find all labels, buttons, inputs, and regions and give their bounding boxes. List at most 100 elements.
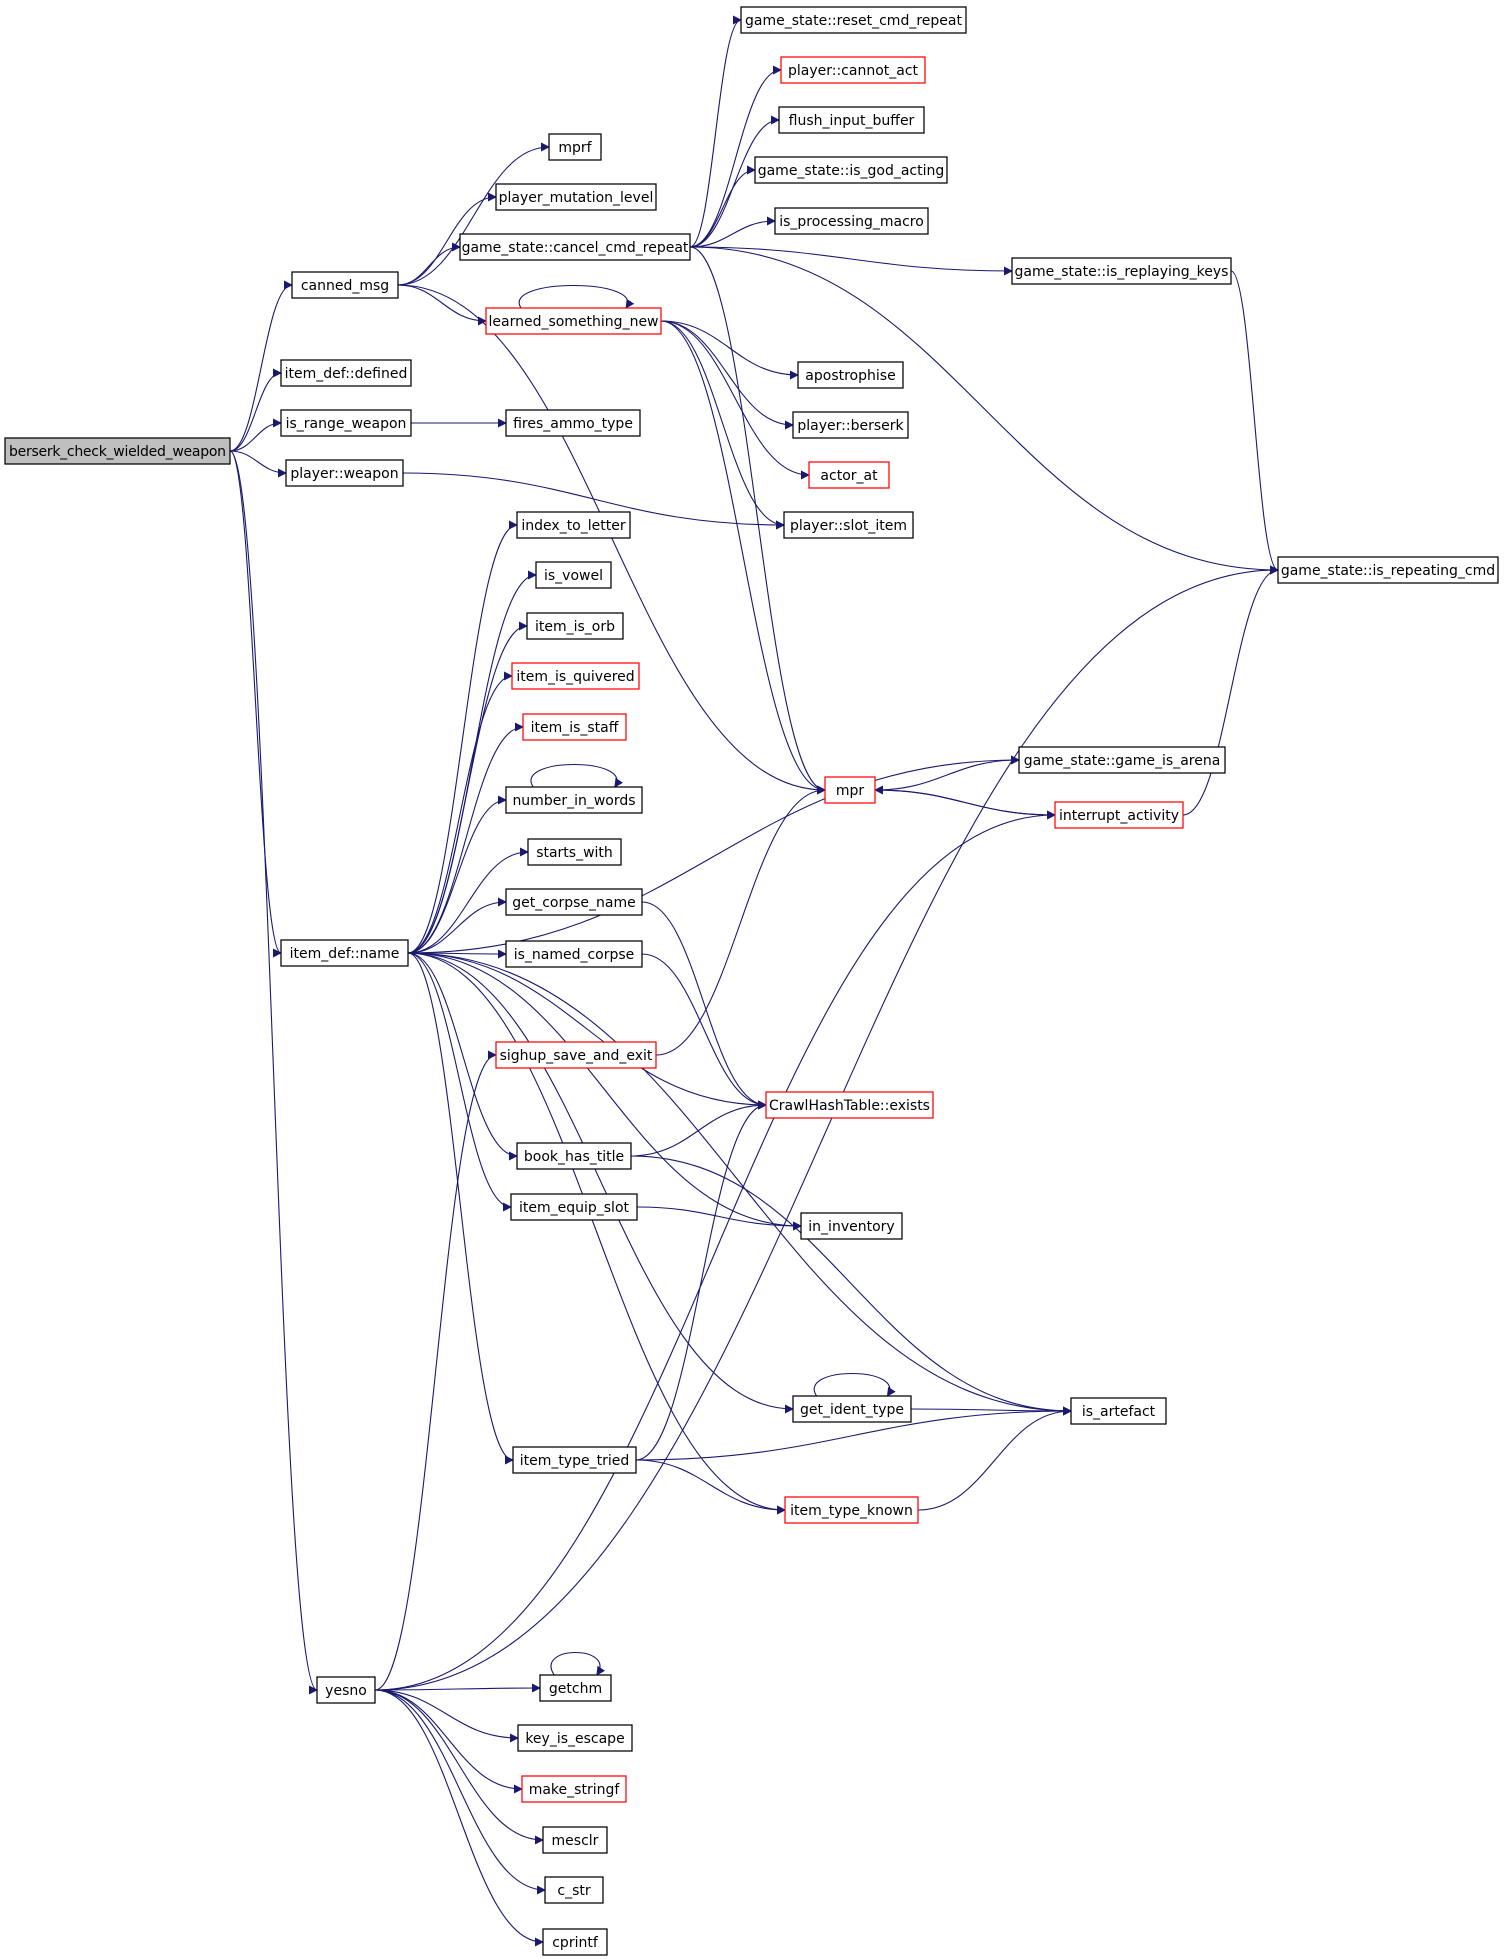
node-box xyxy=(1011,257,1232,285)
node-is-artefact[interactable]: is_artefact xyxy=(1070,1397,1167,1425)
node-is-range-weapon[interactable]: is_range_weapon xyxy=(280,409,412,437)
node-fires-ammo-type[interactable]: fires_ammo_type xyxy=(505,409,641,437)
node-label: item_equip_slot xyxy=(519,1200,630,1216)
node-cprintf[interactable]: cprintf xyxy=(542,1928,608,1956)
node-label: CrawlHashTable::exists xyxy=(769,1098,930,1114)
edge-learned-something-new-to-apostrophise xyxy=(660,320,799,380)
node-box xyxy=(539,1674,612,1702)
edge-item-def-name-to-game-is-arena xyxy=(407,755,1020,954)
node-label: game_state::is_repeating_cmd xyxy=(1281,563,1495,579)
node-number-in-words[interactable]: number_in_words xyxy=(505,786,643,814)
node-starts-with[interactable]: starts_with xyxy=(527,838,622,866)
node-player-weapon[interactable]: player::weapon xyxy=(285,459,404,487)
node-mpr[interactable]: mpr xyxy=(824,776,876,804)
node-cancel-cmd-repeat[interactable]: game_state::cancel_cmd_repeat xyxy=(459,233,691,261)
node-label: is_processing_macro xyxy=(779,214,924,230)
node-make-stringf[interactable]: make_stringf xyxy=(521,1775,627,1803)
node-label: key_is_escape xyxy=(525,1731,624,1747)
node-box xyxy=(1018,746,1226,774)
node-is-named-corpse[interactable]: is_named_corpse xyxy=(505,940,643,968)
node-is-god-acting[interactable]: game_state::is_god_acting xyxy=(754,156,948,184)
node-label: fires_ammo_type xyxy=(513,416,633,432)
node-item-type-tried[interactable]: item_type_tried xyxy=(512,1446,637,1474)
node-in-inventory[interactable]: in_inventory xyxy=(800,1212,903,1240)
node-is-replaying-keys[interactable]: game_state::is_replaying_keys xyxy=(1011,257,1232,285)
node-label: getchm xyxy=(549,1681,602,1697)
node-item-def-defined[interactable]: item_def::defined xyxy=(280,359,412,387)
node-box xyxy=(1054,801,1184,829)
edge-yesno-to-mesclr xyxy=(374,1689,544,1845)
node-player-berserk[interactable]: player::berserk xyxy=(792,411,909,439)
node-item-def-name[interactable]: item_def::name xyxy=(280,939,409,967)
node-get-corpse-name[interactable]: get_corpse_name xyxy=(505,888,643,916)
edge-root-to-player-weapon xyxy=(229,450,287,478)
edge-cancel-cmd-repeat-to-is-processing-macro xyxy=(689,216,776,248)
node-item-type-known[interactable]: item_type_known xyxy=(784,1496,919,1524)
node-label: learned_something_new xyxy=(488,314,658,330)
node-label: is_range_weapon xyxy=(286,416,407,432)
edge-yesno-to-sighup-save-and-exit xyxy=(374,1050,497,1691)
edge-yesno-to-getchm xyxy=(374,1683,541,1693)
edge-cancel-cmd-repeat-to-is-repeating-cmd xyxy=(689,246,1279,575)
node-label: player::cannot_act xyxy=(788,63,919,79)
node-flush-input-buffer[interactable]: flush_input_buffer xyxy=(778,106,925,134)
node-item-is-orb[interactable]: item_is_orb xyxy=(526,612,624,640)
node-game-is-arena[interactable]: game_state::game_is_arena xyxy=(1018,746,1226,774)
node-root[interactable]: berserk_check_wielded_weapon xyxy=(4,437,231,465)
node-box xyxy=(765,1091,934,1119)
node-item-is-staff[interactable]: item_is_staff xyxy=(522,713,627,741)
node-label: item_type_tried xyxy=(520,1453,630,1469)
node-box xyxy=(495,183,657,211)
node-box xyxy=(808,461,890,489)
node-item-equip-slot[interactable]: item_equip_slot xyxy=(510,1193,638,1221)
edge-interrupt-activity-to-mpr xyxy=(874,785,1056,816)
node-box xyxy=(505,786,643,814)
node-index-to-letter[interactable]: index_to_letter xyxy=(516,511,631,539)
edge-yesno-to-key-is-escape xyxy=(374,1689,519,1743)
node-getchm[interactable]: getchm xyxy=(539,1674,612,1702)
node-key-is-escape[interactable]: key_is_escape xyxy=(517,1724,633,1752)
edge-item-def-name-to-item-equip-slot xyxy=(407,952,512,1212)
node-yesno[interactable]: yesno xyxy=(316,1676,376,1704)
node-get-ident-type[interactable]: get_ident_type xyxy=(792,1395,912,1423)
node-interrupt-activity[interactable]: interrupt_activity xyxy=(1054,801,1184,829)
node-apostrophise[interactable]: apostrophise xyxy=(797,361,904,389)
node-label: apostrophise xyxy=(805,368,895,384)
node-player-mutation-level[interactable]: player_mutation_level xyxy=(495,183,657,211)
node-label: mesclr xyxy=(552,1833,599,1849)
edge-learned-something-new-to-learned-something-new xyxy=(518,285,635,309)
node-book-has-title[interactable]: book_has_title xyxy=(516,1142,632,1170)
node-label: player::berserk xyxy=(797,418,904,434)
node-box xyxy=(535,561,612,589)
node-is-processing-macro[interactable]: is_processing_macro xyxy=(774,207,929,235)
node-label: in_inventory xyxy=(808,1219,894,1235)
edge-yesno-to-make-stringf xyxy=(374,1689,523,1794)
node-is-vowel[interactable]: is_vowel xyxy=(535,561,612,589)
node-box xyxy=(495,1041,657,1069)
node-item-is-quivered[interactable]: item_is_quivered xyxy=(511,662,640,690)
node-reset-cmd-repeat[interactable]: game_state::reset_cmd_repeat xyxy=(740,6,967,34)
node-label: get_corpse_name xyxy=(512,895,636,911)
node-box xyxy=(527,838,622,866)
node-actor-at[interactable]: actor_at xyxy=(808,461,890,489)
node-crawlhash-exists[interactable]: CrawlHashTable::exists xyxy=(765,1091,934,1119)
edge-root-to-canned-msg xyxy=(229,280,293,452)
edge-cancel-cmd-repeat-to-is-replaying-keys xyxy=(689,246,1013,276)
edge-item-def-name-to-in-inventory xyxy=(407,952,802,1231)
node-label: flush_input_buffer xyxy=(789,113,915,129)
edge-cancel-cmd-repeat-to-is-god-acting xyxy=(689,165,756,248)
node-box xyxy=(740,6,967,34)
node-mprf[interactable]: mprf xyxy=(548,133,602,161)
node-c-str[interactable]: c_str xyxy=(544,1876,604,1904)
node-sighup-save-and-exit[interactable]: sighup_save_and_exit xyxy=(495,1041,657,1069)
edge-cancel-cmd-repeat-to-player-cannot-act xyxy=(689,65,782,248)
node-label: make_stringf xyxy=(529,1782,621,1798)
node-learned-something-new[interactable]: learned_something_new xyxy=(485,307,662,335)
node-is-repeating-cmd[interactable]: game_state::is_repeating_cmd xyxy=(1277,556,1499,584)
node-label: is_artefact xyxy=(1082,1404,1156,1420)
node-canned-msg[interactable]: canned_msg xyxy=(291,271,399,299)
node-player-slot-item[interactable]: player::slot_item xyxy=(783,511,914,539)
node-mesclr[interactable]: mesclr xyxy=(542,1826,608,1854)
node-player-cannot-act[interactable]: player::cannot_act xyxy=(780,56,926,84)
